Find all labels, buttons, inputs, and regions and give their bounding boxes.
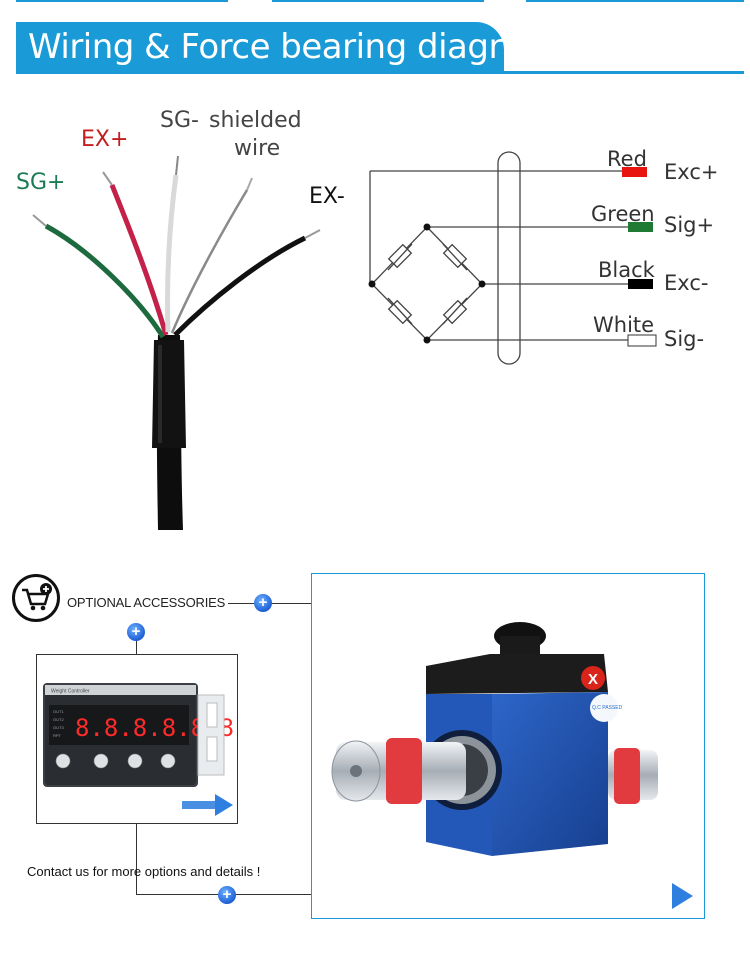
header-tab — [16, 22, 504, 73]
connector-line — [236, 894, 312, 895]
swatch-red — [622, 167, 647, 177]
plus-icon[interactable]: + — [254, 594, 272, 612]
sensor-badge: X — [588, 671, 598, 688]
connector-line — [272, 603, 312, 604]
connector-line — [136, 824, 137, 894]
header-underline — [16, 71, 744, 74]
label-ex-plus: EX+ — [81, 127, 129, 152]
swatch-white — [627, 334, 657, 347]
controller-caption: Weight Controller — [51, 689, 90, 695]
optional-accessories-label: OPTIONAL ACCESSORIES — [67, 595, 226, 610]
wire-bundle-illustration — [32, 155, 321, 530]
row-label-black: Black — [598, 258, 655, 282]
swatch-green — [628, 222, 653, 232]
row-label-green: Green — [591, 202, 655, 226]
signal-sig-minus: Sig- — [664, 327, 705, 351]
wire-black-tip — [304, 229, 321, 239]
label-sg-plus: SG+ — [16, 170, 66, 195]
label-shielded: shielded — [209, 108, 302, 133]
swatch-black — [628, 279, 653, 289]
signal-exc-plus: Exc+ — [664, 160, 719, 184]
page-title: Wiring & Force bearing diagram — [28, 27, 555, 67]
cart-icon — [12, 574, 60, 622]
contact-text: Contact us for more options and details … — [27, 864, 261, 879]
connector-line — [228, 603, 254, 604]
controller-led-3: OUT3 — [53, 725, 64, 730]
sensor-sticker: Q.C PASSED — [592, 705, 623, 711]
connector-line — [136, 640, 137, 655]
controller-led-4: RPT — [53, 733, 62, 738]
controller-image: Weight Controller OUT1 OUT2 OUT3 RPT 8.8… — [36, 654, 238, 824]
shaft-symbol — [497, 151, 521, 365]
signal-sig-plus: Sig+ — [664, 213, 715, 237]
wire-green — [44, 223, 166, 339]
row-label-red: Red — [607, 147, 647, 171]
label-ex-minus: EX- — [309, 184, 345, 209]
plus-icon[interactable]: + — [127, 623, 145, 641]
wire-red — [109, 184, 169, 336]
wire-white-tip — [175, 155, 179, 176]
label-sg-minus: SG- — [160, 108, 199, 133]
label-wire: wire — [234, 136, 281, 161]
connector-line — [136, 894, 219, 895]
wire-black — [173, 235, 307, 337]
plus-icon[interactable]: + — [218, 886, 236, 904]
row-label-white: White — [593, 313, 655, 337]
sensor-badge-circle — [581, 666, 605, 690]
heat-shrink — [152, 340, 186, 448]
wire-red-tip — [102, 171, 113, 186]
wire-green-tip — [32, 214, 47, 227]
wire-white — [164, 174, 179, 333]
torque-sensor-image: X Q.C PASSED — [311, 573, 705, 919]
controller-led-1: OUT1 — [53, 709, 64, 714]
wire-shield — [170, 189, 249, 334]
bridge-schematic — [368, 151, 657, 365]
controller-led-2: OUT2 — [53, 717, 64, 722]
signal-exc-minus: Exc- — [664, 271, 709, 295]
wire-shield-tip — [246, 177, 253, 191]
